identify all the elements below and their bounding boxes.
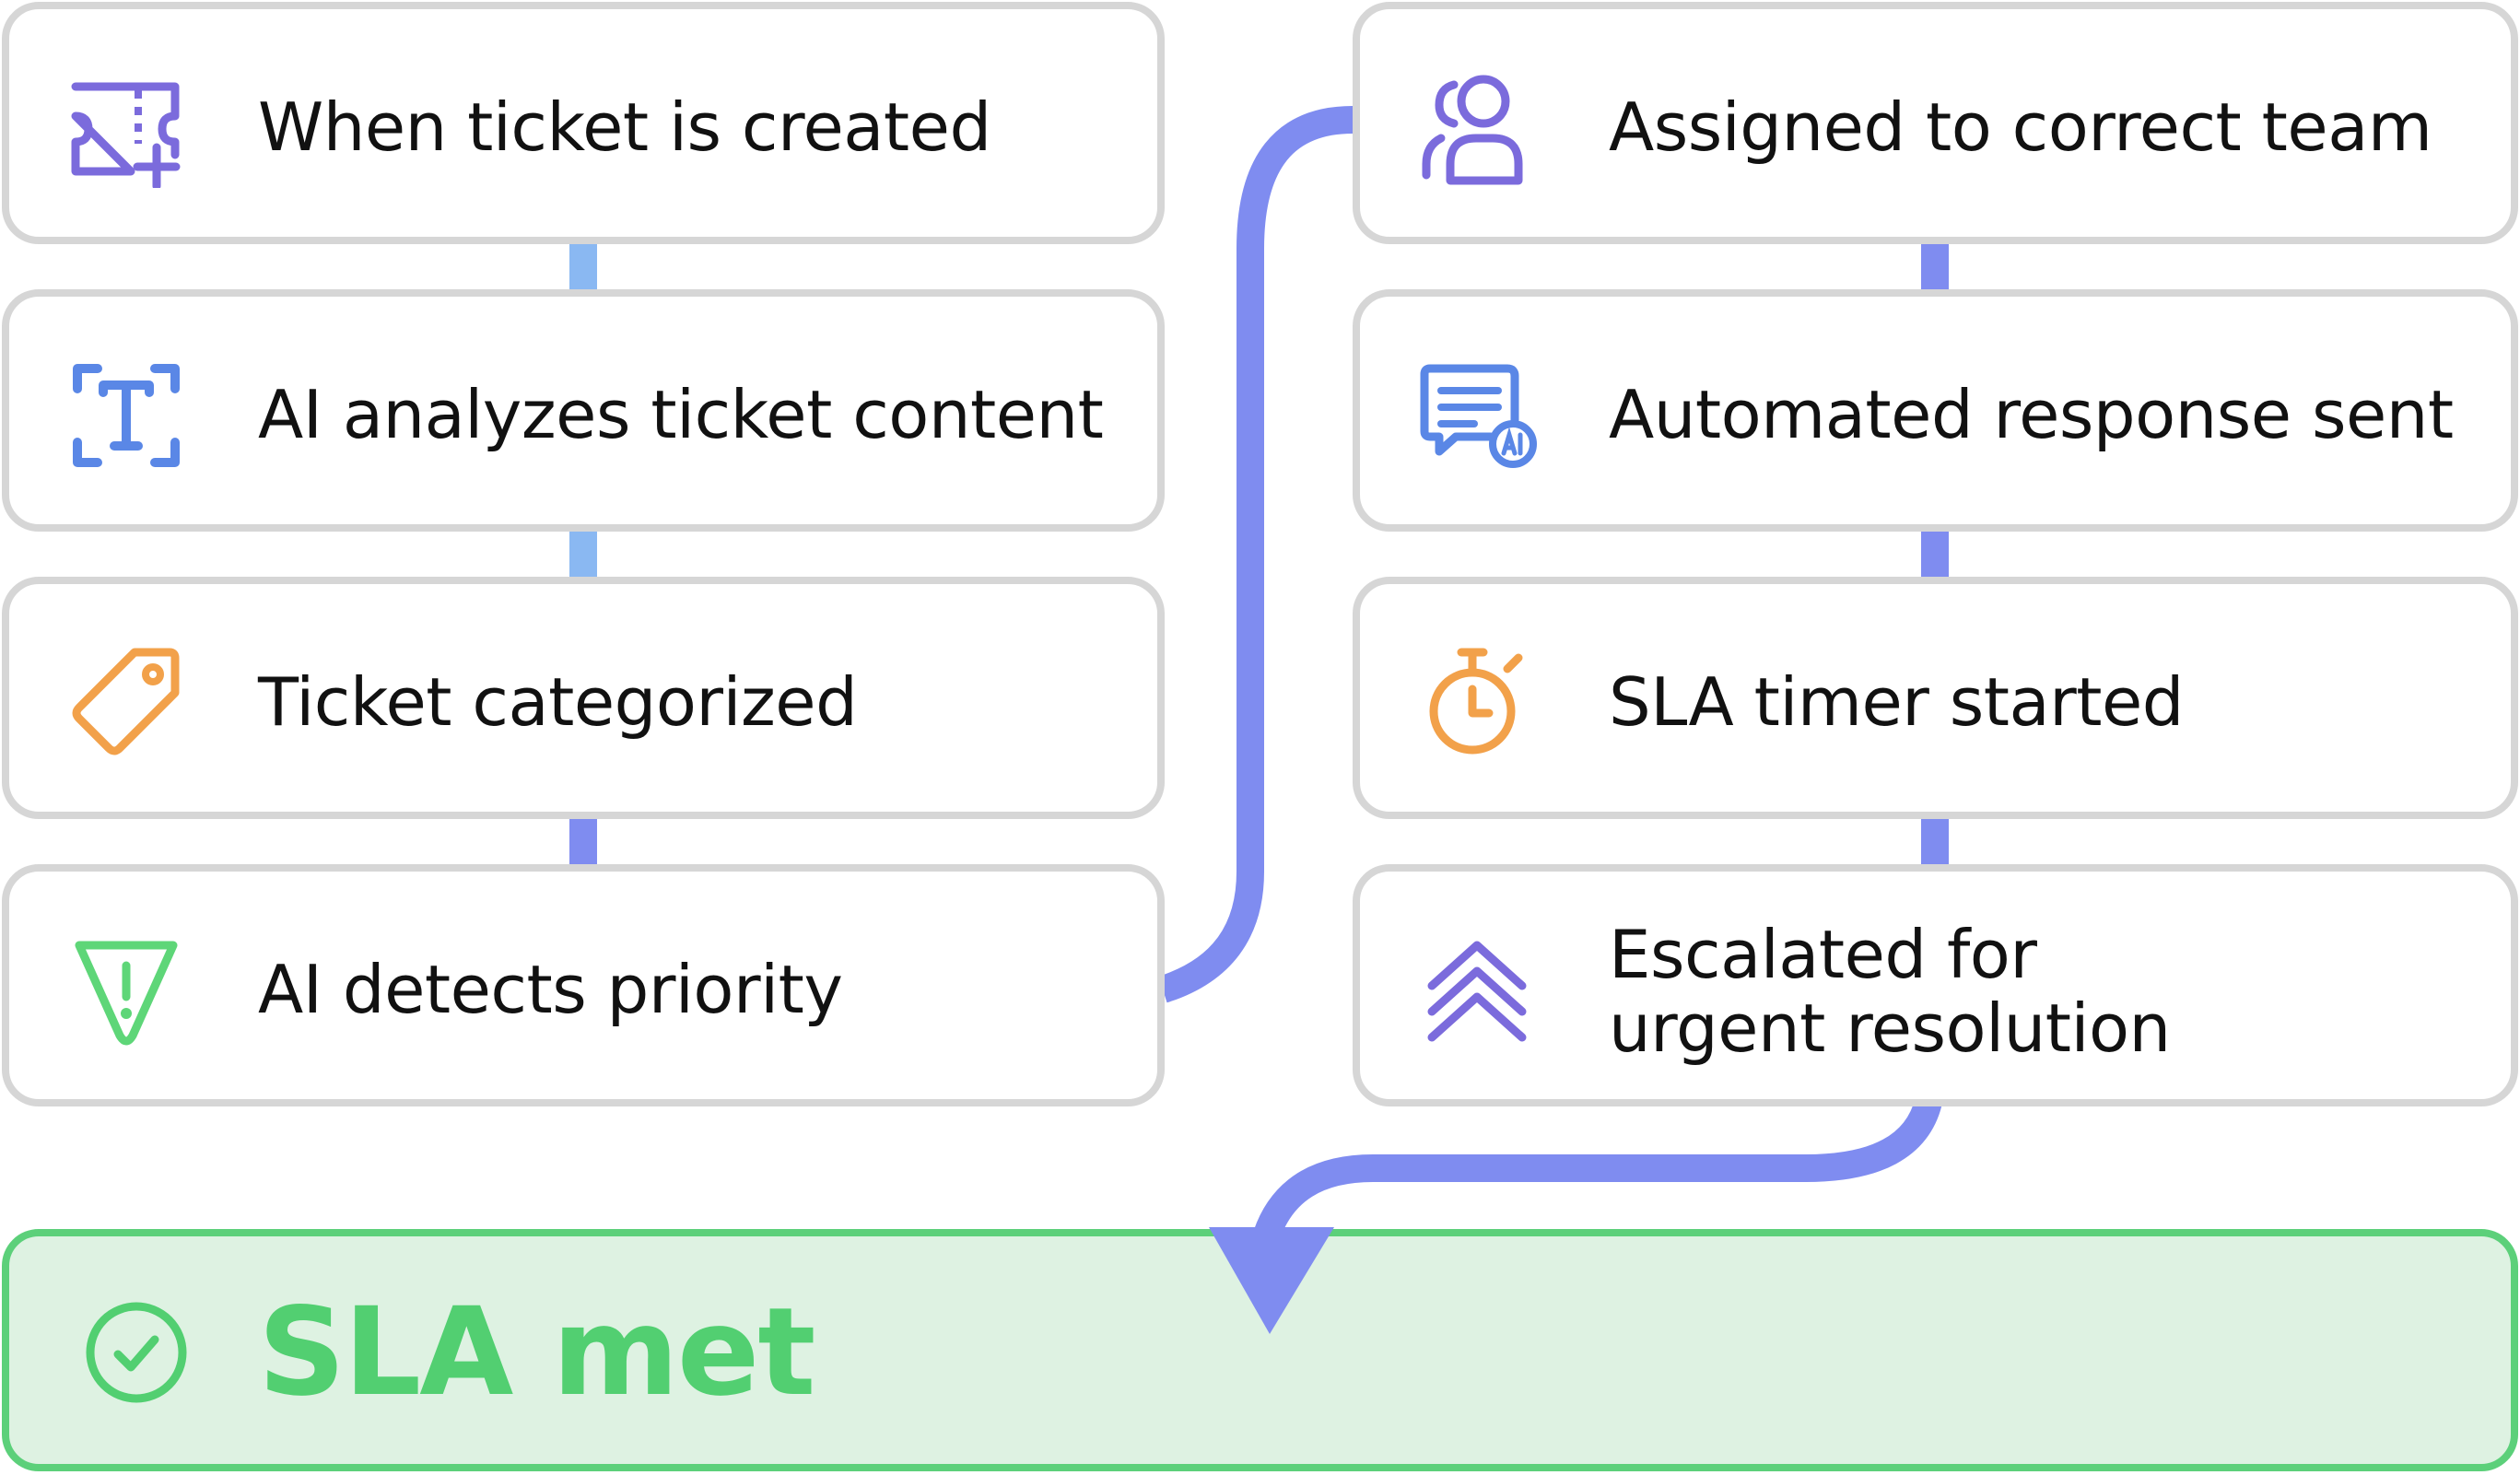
ai-chat-message-icon: [1417, 356, 1537, 475]
step-card-ai-detects-priority: AI detects priority: [2, 864, 1165, 1106]
step-label: When ticket is created: [258, 88, 991, 166]
outcome-card-sla-met: SLA met: [2, 1229, 2518, 1471]
step-card-escalated: Escalated for urgent resolution: [1353, 864, 2518, 1106]
priority-alert-icon: [66, 931, 186, 1050]
step-card-automated-response: Automated response sent: [1353, 289, 2518, 532]
stopwatch-icon: [1417, 643, 1537, 763]
step-label: Ticket categorized: [258, 663, 858, 741]
step-card-when-ticket-created: When ticket is created: [2, 2, 1165, 244]
step-label: AI analyzes ticket content: [258, 376, 1104, 453]
step-card-sla-timer: SLA timer started: [1353, 577, 2518, 819]
step-label: Escalated for urgent resolution: [1609, 916, 2171, 1067]
connector-to-outcome: [1253, 1097, 1942, 1240]
step-label: Automated response sent: [1609, 376, 2454, 453]
connector-left-to-right: [1158, 106, 1354, 1003]
step-label: Assigned to correct team: [1609, 88, 2432, 166]
text-scan-icon: [66, 356, 186, 475]
check-circle-icon: [81, 1297, 192, 1408]
step-label: SLA timer started: [1609, 663, 2184, 741]
double-chevron-up-icon: [1417, 932, 1537, 1052]
step-card-ai-analyzes: AI analyzes ticket content: [2, 289, 1165, 532]
step-card-assigned-team: Assigned to correct team: [1353, 2, 2518, 244]
tag-icon: [66, 643, 186, 763]
step-label: AI detects priority: [258, 951, 843, 1028]
outcome-label: SLA met: [258, 1282, 815, 1423]
ticket-add-icon: [66, 68, 186, 188]
team-users-icon: [1417, 68, 1537, 188]
step-card-ticket-categorized: Ticket categorized: [2, 577, 1165, 819]
